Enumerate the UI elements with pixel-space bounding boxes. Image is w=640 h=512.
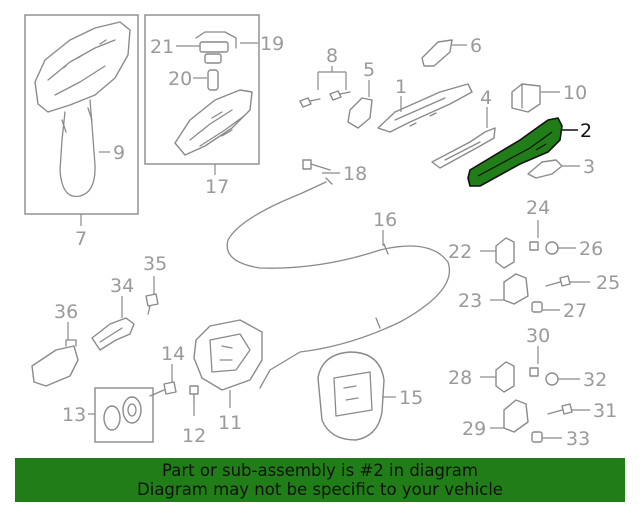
part-bolt-18 <box>302 159 331 171</box>
callout-19[interactable]: 19 <box>260 33 284 55</box>
callout-12[interactable]: 12 <box>182 425 206 447</box>
callout-27[interactable]: 27 <box>563 300 587 322</box>
part-hinge-29 <box>503 399 529 433</box>
callout-13[interactable]: 13 <box>62 404 86 426</box>
callout-20[interactable]: 20 <box>168 68 192 90</box>
callout-21[interactable]: 21 <box>150 36 174 58</box>
part-handle-2 <box>467 117 563 187</box>
callout-16[interactable]: 16 <box>373 209 397 231</box>
callout-5[interactable]: 5 <box>363 59 375 81</box>
part-hinge-23 <box>503 273 529 305</box>
callout-28[interactable]: 28 <box>448 367 472 389</box>
part-bolt-31 <box>547 403 573 415</box>
part-hinge-28 <box>495 361 515 393</box>
callout-9[interactable]: 9 <box>113 142 125 164</box>
callout-36[interactable]: 36 <box>54 301 78 323</box>
part-clip-3 <box>527 159 563 179</box>
part-bolt-12 <box>189 385 199 405</box>
callout-25[interactable]: 25 <box>596 272 620 294</box>
callout-14[interactable]: 14 <box>161 343 185 365</box>
part-bolt-30 <box>529 367 539 377</box>
callout-8[interactable]: 8 <box>326 45 338 67</box>
banner-line-1: Part or sub-assembly is #2 in diagram <box>162 461 478 480</box>
callout-1[interactable]: 1 <box>395 76 407 98</box>
part-bezel-6 <box>421 39 453 67</box>
callout-26[interactable]: 26 <box>579 238 603 260</box>
callout-32[interactable]: 32 <box>583 369 607 391</box>
callout-18[interactable]: 18 <box>343 163 367 185</box>
part-trim-36 <box>31 339 79 387</box>
callout-29[interactable]: 29 <box>462 418 486 440</box>
part-lock-module-9 <box>34 21 131 198</box>
part-cap-10 <box>511 83 541 113</box>
part-switch-19 <box>195 31 237 53</box>
part-bracket-21 <box>204 53 222 64</box>
part-screws-8 <box>299 90 351 108</box>
group-box-13 <box>94 387 154 443</box>
callout-22[interactable]: 22 <box>448 241 472 263</box>
part-bolt-24 <box>529 241 539 251</box>
callout-4[interactable]: 4 <box>480 87 492 109</box>
callout-3[interactable]: 3 <box>583 156 595 178</box>
callout-23[interactable]: 23 <box>458 290 482 312</box>
part-cap-5 <box>347 97 373 129</box>
part-cap-33 <box>531 431 543 443</box>
part-hinge-22 <box>495 237 515 269</box>
part-handle-carrier-17 <box>174 89 253 156</box>
part-bracket-34 <box>91 317 135 351</box>
banner-line-2: Diagram may not be specific to your vehi… <box>137 480 503 499</box>
part-cable-16 <box>226 177 450 389</box>
callout-10[interactable]: 10 <box>563 82 587 104</box>
group-box-17 <box>144 14 260 165</box>
part-reinforcement-1 <box>377 83 473 133</box>
part-bolt-35 <box>145 293 159 315</box>
callout-35[interactable]: 35 <box>143 253 167 275</box>
callout-34[interactable]: 34 <box>110 275 134 297</box>
callout-24[interactable]: 24 <box>526 197 550 219</box>
part-nut-26 <box>545 241 559 255</box>
part-frame-4 <box>431 127 496 169</box>
part-pin-20 <box>207 69 219 91</box>
callout-33[interactable]: 33 <box>566 428 590 450</box>
part-bolt-25 <box>545 275 571 287</box>
part-latch-11 <box>193 319 263 391</box>
part-cover-15 <box>317 351 385 441</box>
part-cap-27 <box>531 301 543 313</box>
part-bolt-14 <box>149 381 177 397</box>
callout-15[interactable]: 15 <box>399 387 423 409</box>
info-banner: Part or sub-assembly is #2 in diagram Di… <box>15 458 625 502</box>
callout-6[interactable]: 6 <box>470 35 482 57</box>
callout-31[interactable]: 31 <box>593 400 617 422</box>
part-seals-13 <box>103 396 142 431</box>
callout-30[interactable]: 30 <box>526 325 550 347</box>
callout-7[interactable]: 7 <box>75 228 87 250</box>
part-nut-32 <box>545 372 559 386</box>
callout-2[interactable]: 2 <box>580 120 592 142</box>
callout-11[interactable]: 11 <box>218 412 242 434</box>
callout-17[interactable]: 17 <box>205 176 229 198</box>
